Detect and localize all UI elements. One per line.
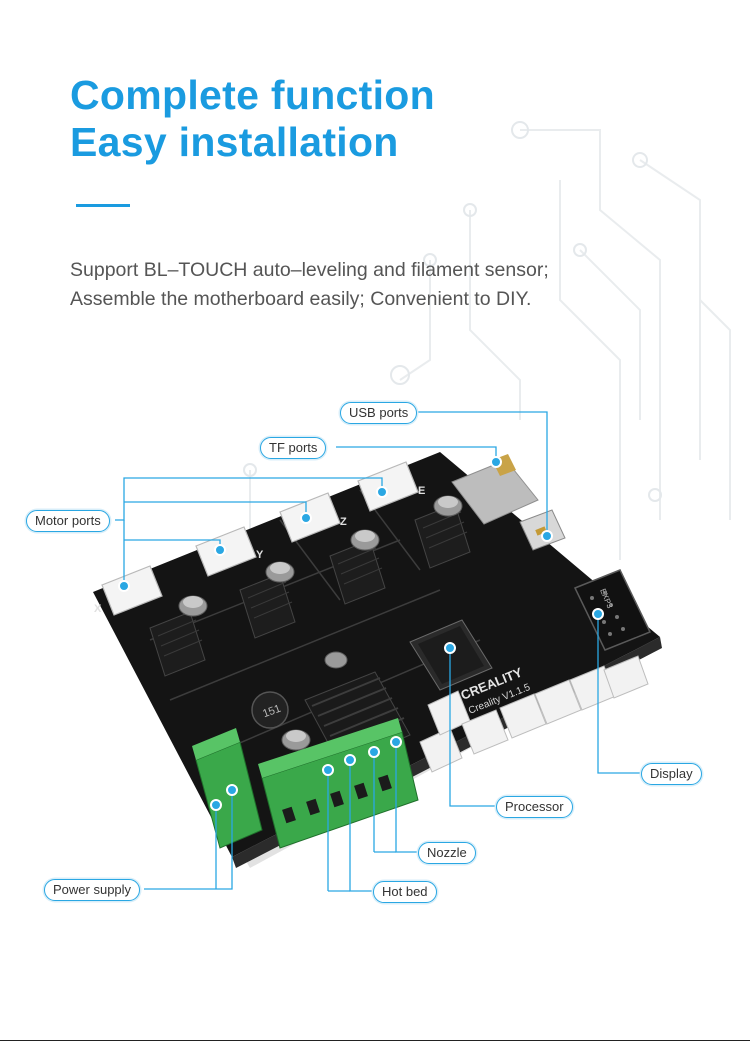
callout-display: Display	[641, 763, 702, 785]
callout-processor: Processor	[496, 796, 573, 818]
bottom-divider	[0, 1040, 750, 1041]
motherboard-illustration: 151 CREALITY Creality V1.1.5 EXP3 X	[93, 411, 662, 892]
svg-text:151: 151	[261, 703, 282, 721]
callout-tf-ports: TF ports	[260, 437, 327, 459]
axis-x-label: X	[94, 603, 102, 615]
tf-card-slot	[451, 454, 539, 525]
stepper-driver-chips	[149, 503, 471, 677]
description-line-1: Support BL–TOUCH auto–leveling and filam…	[70, 259, 549, 281]
accent-divider	[76, 204, 130, 207]
axis-y-label: Y	[256, 549, 264, 561]
headline-line-2: Easy installation	[70, 119, 399, 165]
inductor: 151	[251, 691, 289, 729]
callout-usb-ports: USB ports	[340, 402, 418, 424]
axis-e-label: E	[418, 485, 425, 497]
processor-chip	[409, 619, 493, 691]
callout-dots	[118, 456, 604, 811]
aux-connectors	[419, 655, 649, 773]
capacitors	[178, 495, 463, 751]
exp-header: EXP3	[573, 569, 652, 651]
callout-motor-ports: Motor ports	[26, 510, 110, 532]
description-line-2: Assemble the motherboard easily; Conveni…	[70, 288, 532, 310]
usb-port	[519, 509, 566, 551]
callout-nozzle: Nozzle	[418, 842, 476, 864]
headline-line-1: Complete function	[70, 72, 435, 118]
axis-z-label: Z	[340, 516, 347, 528]
callout-hot-bed: Hot bed	[373, 881, 437, 903]
callout-power-supply: Power supply	[44, 879, 141, 901]
output-terminals	[258, 718, 419, 849]
